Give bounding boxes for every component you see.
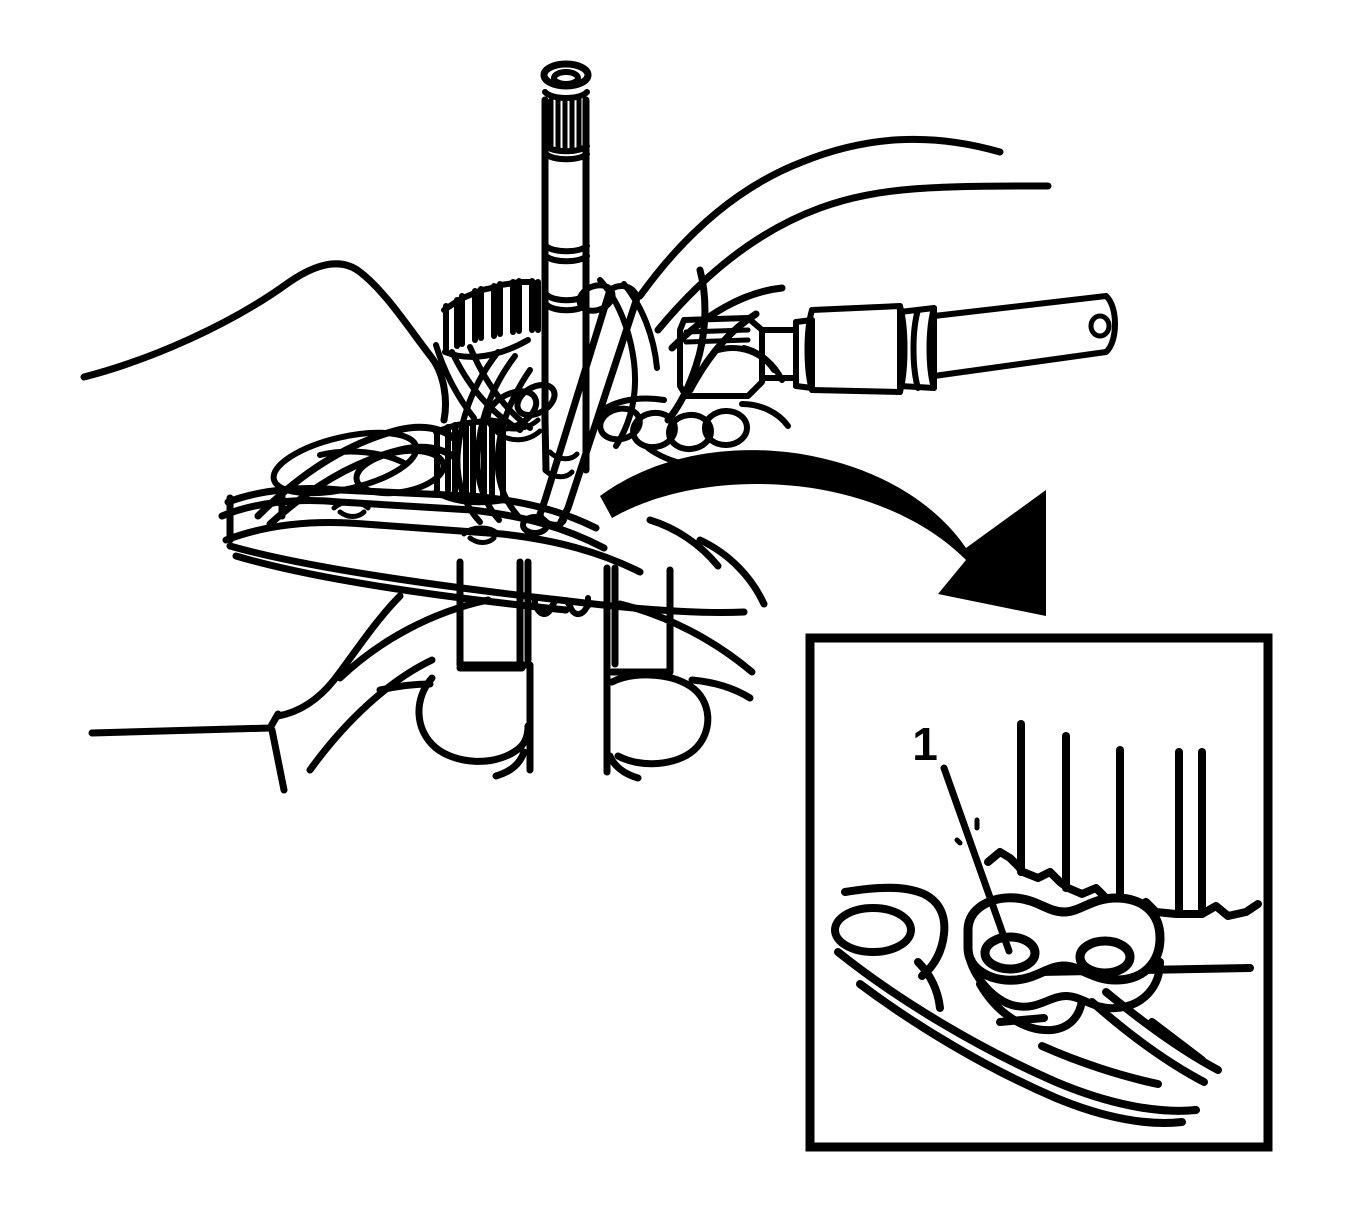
mounting-bracket [376, 558, 754, 782]
detail-inset-border [805, 633, 1273, 1152]
sprocket-teeth [984, 720, 1262, 920]
socket-tool-assembly [677, 293, 1118, 399]
bell-housing-contour [336, 516, 768, 682]
callout-1-leader-dot [954, 837, 963, 846]
detail-inset-contents [831, 720, 1262, 1127]
detail-inset-box: 1 [805, 633, 1273, 1152]
chain-link-plate [963, 893, 1165, 1035]
chain-guide-bar [520, 277, 660, 536]
detail-pointer-arrow [600, 450, 1046, 616]
callout-1-leader-line [940, 764, 1013, 955]
drive-sprocket [433, 278, 541, 506]
chain-link-hole-right [1075, 936, 1135, 978]
callout-1-label: 1 [912, 718, 938, 770]
main-assembly-view [80, 60, 1118, 794]
